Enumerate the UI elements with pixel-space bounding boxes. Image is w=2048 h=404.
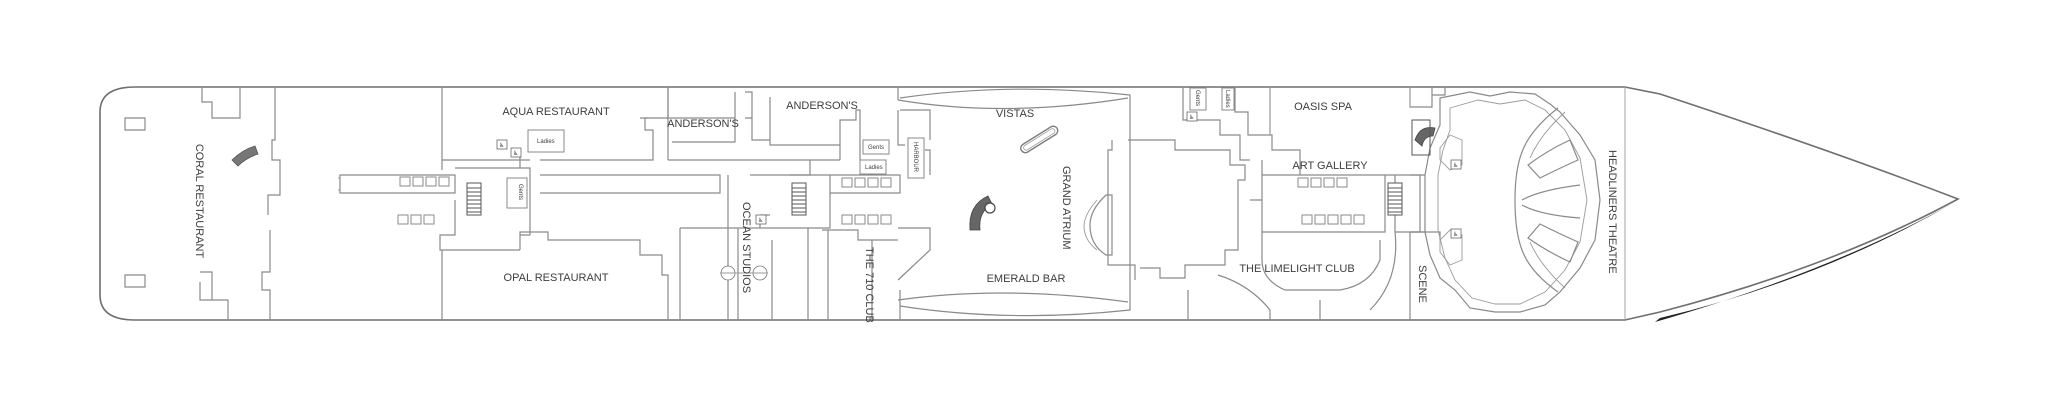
- hull-bow-shadow: [1655, 202, 1955, 322]
- ocean-studios-area: ♿ OCEAN STUDIOS THE 710 CLUB: [679, 160, 931, 323]
- cabin: [1314, 214, 1326, 225]
- staircase-icon: [466, 182, 482, 216]
- scene-area: SCENE: [1409, 231, 1441, 320]
- cabin: [397, 214, 409, 225]
- svg-text:♿: ♿: [513, 150, 518, 157]
- gents-restroom: [862, 139, 890, 155]
- accessible-icon: ♿: [1186, 111, 1198, 122]
- ladies-restroom: [527, 129, 565, 153]
- cabin: [841, 214, 853, 225]
- vistas-atrium-area: VISTAS EMERALD BAR: [897, 88, 1131, 317]
- opal-restaurant-area: OPAL RESTAURANT: [441, 231, 669, 320]
- cabin: [880, 214, 892, 225]
- label-opal-restaurant: OPAL RESTAURANT: [504, 272, 609, 284]
- cabin: [1340, 214, 1352, 225]
- cabin: [438, 176, 450, 187]
- label-harbour: HARBOUR: [912, 142, 918, 173]
- cabin: [425, 176, 437, 187]
- svg-text:♿: ♿: [1453, 231, 1458, 238]
- grand-atrium-area: GRAND ATRIUM: [1060, 139, 1246, 280]
- ladies-restroom: [859, 159, 887, 175]
- gents-restroom: [1189, 87, 1207, 111]
- accessible-icon: ♿: [755, 214, 767, 225]
- staircase-icon: [1387, 182, 1403, 216]
- label-coral-restaurant: CORAL RESTAURANT: [193, 144, 205, 259]
- cabin: [841, 177, 853, 188]
- cabin: [867, 214, 879, 225]
- svg-text:♿: ♿: [1189, 114, 1194, 121]
- cabin: [410, 214, 422, 225]
- label-ladies-spa: Ladies: [1224, 90, 1230, 108]
- bow-area: [1269, 87, 1411, 135]
- accessible-icon: ♿: [1450, 159, 1462, 170]
- stair-curved: [231, 145, 259, 167]
- label-andersons-left: ANDERSON'S: [667, 118, 739, 130]
- cabin: [1353, 214, 1365, 225]
- cabin: [1297, 177, 1309, 188]
- cabin: [867, 177, 879, 188]
- label-gents-spa: Gents: [1194, 90, 1200, 106]
- cabin: [1310, 177, 1322, 188]
- cabin: [880, 177, 892, 188]
- andersons-area: ANDERSON'S ANDERSON'S: [640, 87, 905, 161]
- label-grand-atrium: GRAND ATRIUM: [1060, 166, 1072, 250]
- svg-text:♿: ♿: [499, 142, 504, 149]
- accessible-icon: ♿: [510, 147, 522, 158]
- harbour-room: [907, 137, 925, 179]
- spiral-staircase-icon: [1411, 119, 1436, 156]
- hull-outline: [99, 86, 1960, 321]
- cabin: [1336, 177, 1348, 188]
- label-aqua-restaurant: AQUA RESTAURANT: [502, 106, 610, 118]
- label-scene: SCENE: [1416, 265, 1428, 303]
- staircase-icon: [791, 182, 807, 216]
- label-oasis-spa: OASIS SPA: [1294, 101, 1353, 113]
- limelight-club-area: THE LIMELIGHT CLUB: [1187, 231, 1397, 320]
- cabin: [423, 214, 435, 225]
- cabin: [1323, 177, 1335, 188]
- label-ladies-fwd: Ladies: [865, 165, 883, 171]
- forward-restrooms: Gents Ladies HARBOUR: [859, 109, 931, 179]
- gents-restroom: [506, 177, 528, 209]
- label-andersons-right: ANDERSON'S: [786, 100, 858, 112]
- label-gents-fwd: Gents: [868, 145, 884, 151]
- accessible-icon: ♿: [496, 139, 508, 150]
- label-limelight-club: THE LIMELIGHT CLUB: [1239, 263, 1354, 275]
- label-art-gallery: ART GALLERY: [1292, 160, 1368, 172]
- cabin: [412, 176, 424, 187]
- label-gents-mid: Gents: [517, 184, 523, 200]
- aqua-restaurant-area: Ladies ♿ ♿ AQUA RESTAURANT: [441, 87, 669, 170]
- vistas-feature: [1020, 125, 1059, 154]
- cabin: [1327, 214, 1339, 225]
- accessible-icon: ♿: [1450, 228, 1462, 239]
- coral-restaurant-area: CORAL RESTAURANT: [124, 88, 281, 320]
- label-ladies-aqua: Ladies: [537, 139, 555, 145]
- label-ocean-studios: OCEAN STUDIOS: [740, 202, 752, 293]
- elevator-icon: [720, 265, 768, 281]
- cabin: [1301, 214, 1313, 225]
- svg-text:♿: ♿: [1453, 162, 1458, 169]
- svg-text:♿: ♿: [758, 217, 763, 224]
- spiral-staircase-icon: [969, 195, 996, 231]
- cabin: [854, 177, 866, 188]
- headliners-theatre-area: ♿ ♿ HEADLINERS THEATRE: [1410, 91, 1618, 313]
- label-emerald-bar: EMERALD BAR: [987, 273, 1066, 285]
- aft-corridor: Gents: [338, 155, 721, 251]
- ladies-restroom: [1221, 87, 1235, 111]
- label-the-710-club: THE 710 CLUB: [863, 247, 875, 323]
- cabin: [854, 214, 866, 225]
- label-vistas: VISTAS: [996, 108, 1034, 120]
- art-gallery-area: ART GALLERY: [1250, 160, 1421, 233]
- cabin: [399, 176, 411, 187]
- label-headliners-theatre: HEADLINERS THEATRE: [1606, 150, 1618, 274]
